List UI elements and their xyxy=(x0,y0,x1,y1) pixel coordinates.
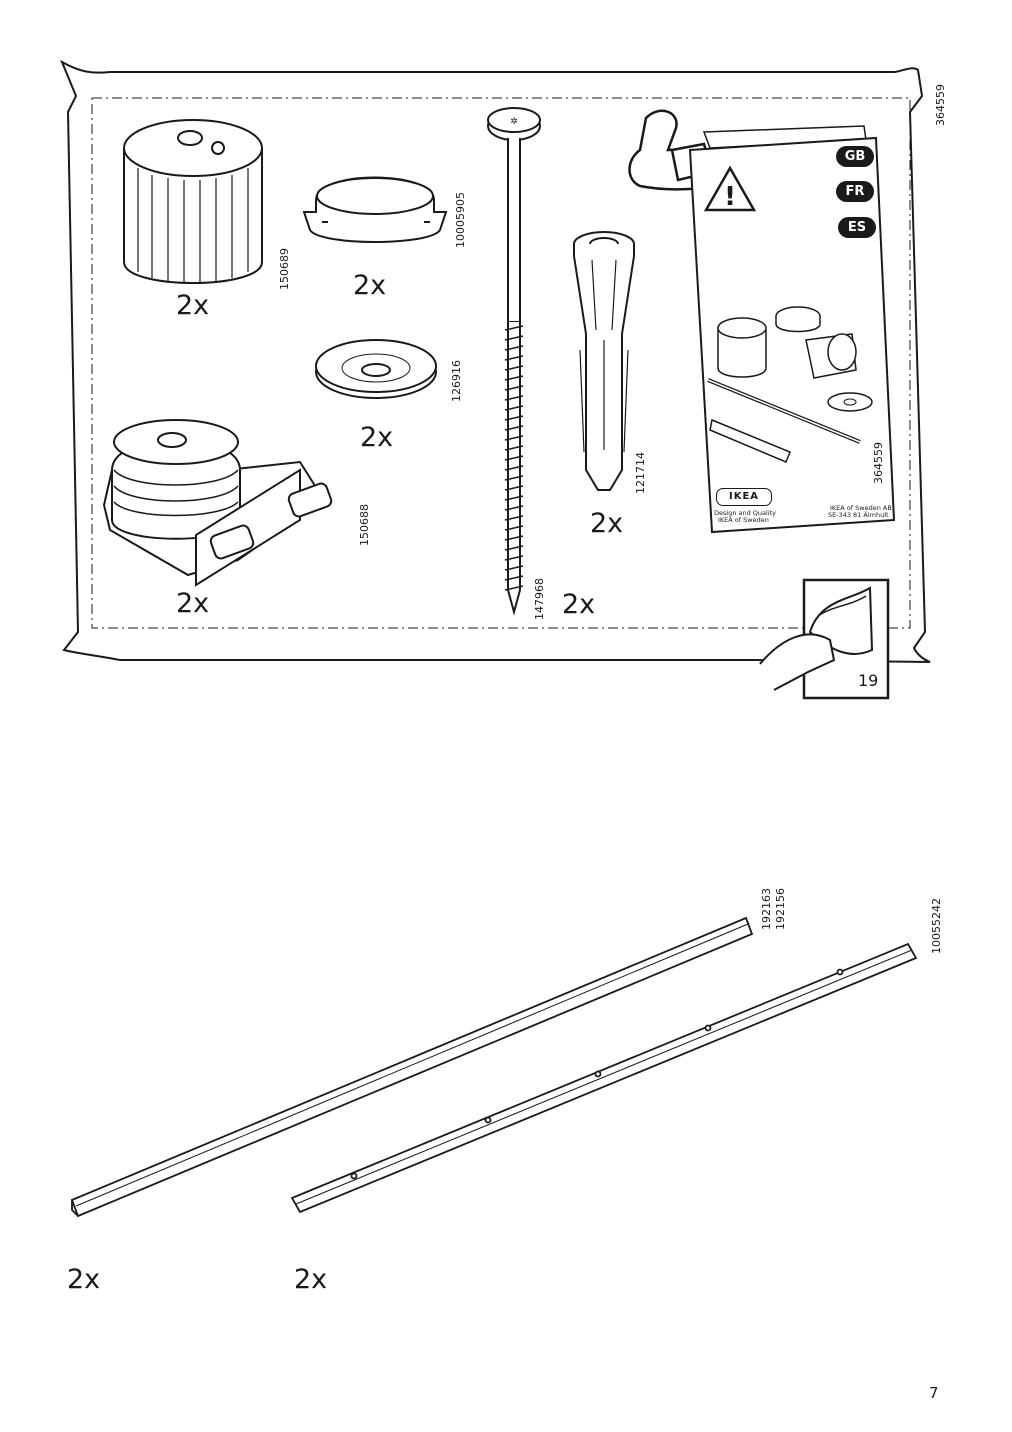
page-reference-number[interactable]: 19 xyxy=(858,671,879,690)
ikea-logo: IKEA xyxy=(716,488,772,506)
article-number: 121714 xyxy=(634,452,647,494)
language-badge-es: ES xyxy=(838,217,876,238)
wall-plug-illustration xyxy=(573,231,635,491)
quantity-label: 2x xyxy=(353,270,387,301)
leaflet-design-line1: Design and Quality xyxy=(714,509,777,517)
quantity-label: 2x xyxy=(176,588,210,619)
svg-text:!: ! xyxy=(724,182,736,212)
leaflet-article-number: 364559 xyxy=(872,442,885,484)
language-badge-gb: GB xyxy=(836,146,874,167)
article-number: 147968 xyxy=(533,578,546,620)
bag-article-number: 364559 xyxy=(934,84,947,126)
adjustable-foot-illustration xyxy=(123,119,263,284)
quantity-label: 2x xyxy=(360,422,394,453)
language-badge-fr: FR xyxy=(836,181,874,202)
article-number: 150689 xyxy=(278,248,291,290)
article-number: 150688 xyxy=(358,504,371,546)
leaflet-address-line2: SE-343 81 Älmhult xyxy=(828,511,889,519)
quantity-label: 2x xyxy=(562,589,596,620)
rail-article-number: 192163 xyxy=(760,888,773,930)
quantity-label: 2x xyxy=(67,1264,101,1295)
leaflet-design-line2: IKEA of Sweden xyxy=(718,516,769,524)
svg-text:✲: ✲ xyxy=(510,117,518,127)
mounting-rail-illustration xyxy=(290,942,918,1214)
rail-article-number: 192156 xyxy=(774,888,787,930)
fitting-bag-outline xyxy=(59,59,931,663)
page-number: 7 xyxy=(929,1384,939,1402)
leaflet-address-line1: IKEA of Sweden AB xyxy=(830,504,892,512)
screw-illustration: ✲ xyxy=(487,107,541,616)
quantity-label: 2x xyxy=(176,290,210,321)
page-reference-box xyxy=(759,578,890,700)
article-number: 126916 xyxy=(450,360,463,402)
cap-illustration xyxy=(302,176,448,243)
washer-illustration xyxy=(315,339,437,399)
wall-bracket-illustration xyxy=(102,419,333,587)
quantity-label: 2x xyxy=(590,508,624,539)
rail-profile-illustration xyxy=(70,916,754,1218)
bag-seal-line xyxy=(91,97,911,629)
rail-article-number: 10055242 xyxy=(930,898,943,954)
quantity-label: 2x xyxy=(294,1264,328,1295)
article-number: 10005905 xyxy=(454,192,467,248)
